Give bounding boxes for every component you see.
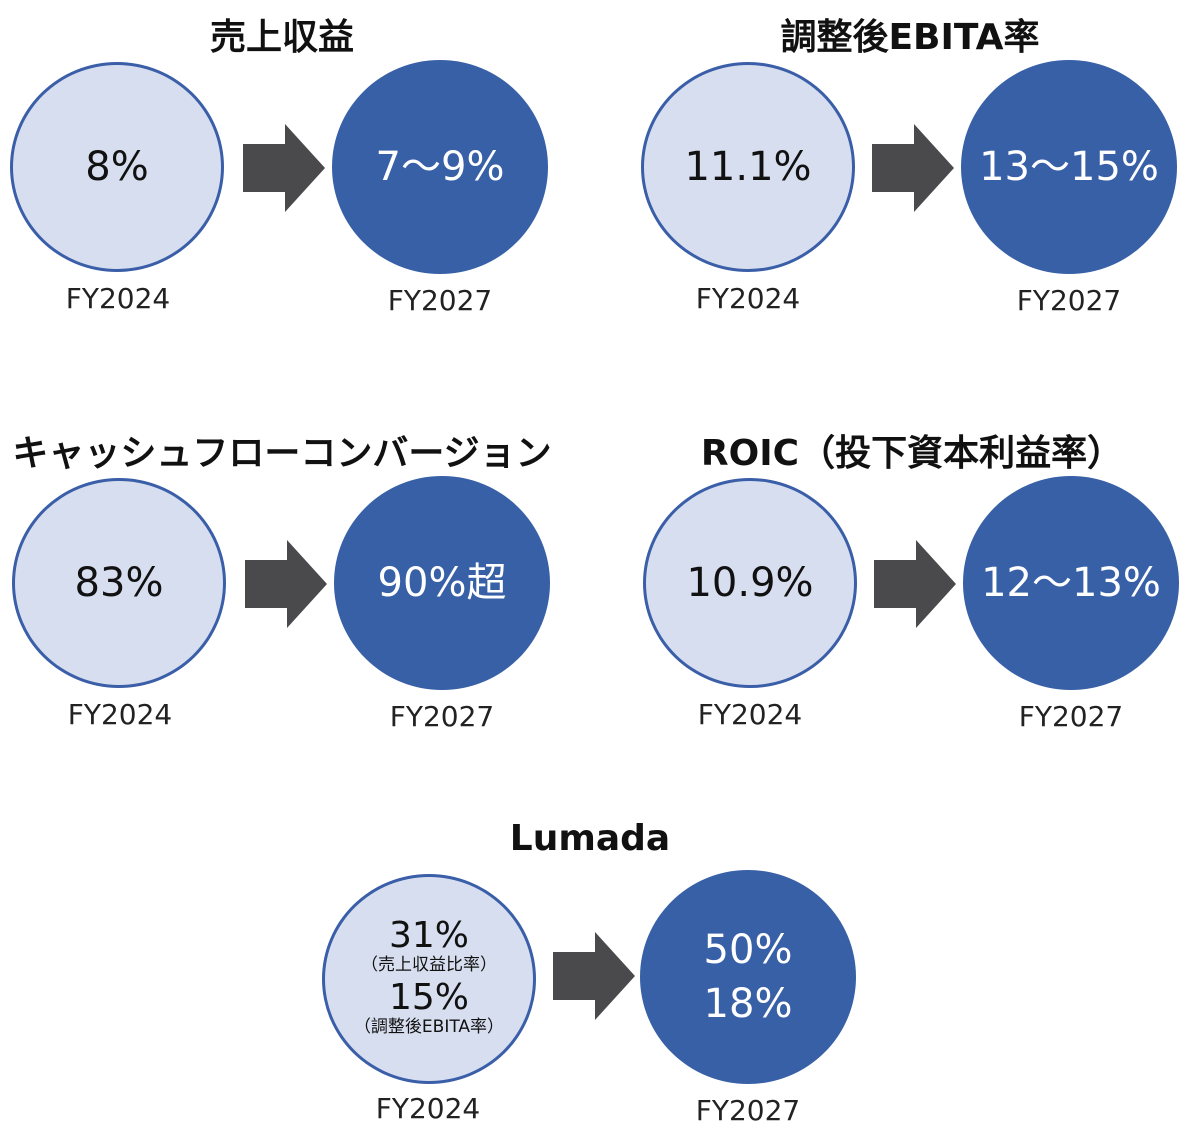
kpi-roic-before-circle: 10.9%: [643, 478, 857, 688]
kpi-ebita-after-circle: 13〜15%: [961, 60, 1177, 274]
kpi-roic-after-year: FY2027: [1018, 700, 1124, 733]
kpi-cash-before-value: 83%: [74, 560, 164, 606]
lumada-before-value-1: 31%: [388, 914, 469, 956]
kpi-title-roic: ROIC（投下資本利益率）: [700, 433, 1124, 474]
kpi-ebita-before-value: 11.1%: [684, 144, 812, 190]
kpi-roic-after-circle: 12〜13%: [963, 476, 1179, 690]
kpi-revenue-after-value: 7〜9%: [375, 144, 505, 190]
lumada-after-year: FY2027: [695, 1094, 801, 1127]
kpi-roic-after-value: 12〜13%: [981, 560, 1161, 606]
kpi-cash-before-year: FY2024: [67, 698, 173, 731]
kpi-title-cash-conversion: キャッシュフローコンバージョン: [12, 433, 552, 474]
kpi-revenue-before-year: FY2024: [65, 282, 171, 315]
kpi-title-ebita: 調整後EBITA率: [780, 17, 1040, 58]
lumada-after-value-1: 50%: [703, 927, 793, 973]
kpi-revenue-before-circle: 8%: [10, 62, 224, 272]
kpi-revenue-after-circle: 7〜9%: [332, 60, 548, 274]
right-arrow-icon: [874, 540, 956, 628]
lumada-after-circle: 50% 18%: [640, 870, 856, 1084]
lumada-before-note-2: （調整後EBITA率）: [353, 1016, 505, 1037]
kpi-roic-before-value: 10.9%: [686, 560, 814, 606]
right-arrow-icon: [872, 124, 954, 212]
kpi-title-lumada: Lumada: [509, 818, 671, 859]
kpi-revenue-before-value: 8%: [85, 144, 149, 190]
kpi-ebita-after-year: FY2027: [1016, 284, 1122, 317]
lumada-before-value-2: 15%: [388, 977, 469, 1018]
lumada-before-circle: 31% （売上収益比率） 15% （調整後EBITA率）: [322, 874, 536, 1084]
kpi-cash-after-circle: 90%超: [334, 476, 550, 690]
kpi-revenue-after-year: FY2027: [387, 284, 493, 317]
kpi-ebita-before-year: FY2024: [695, 282, 801, 315]
kpi-cash-before-circle: 83%: [12, 478, 226, 688]
kpi-cash-after-year: FY2027: [389, 700, 495, 733]
right-arrow-icon: [243, 124, 325, 212]
kpi-roic-before-year: FY2024: [697, 698, 803, 731]
kpi-title-revenue: 売上収益: [209, 17, 355, 58]
kpi-ebita-after-value: 13〜15%: [979, 144, 1159, 190]
lumada-before-year: FY2024: [375, 1092, 481, 1125]
lumada-after-value-2: 18%: [703, 981, 793, 1027]
right-arrow-icon: [553, 932, 635, 1020]
lumada-before-note-1: （売上収益比率）: [361, 954, 497, 975]
kpi-ebita-before-circle: 11.1%: [641, 62, 855, 272]
right-arrow-icon: [245, 540, 327, 628]
kpi-cash-after-value: 90%超: [377, 560, 507, 606]
